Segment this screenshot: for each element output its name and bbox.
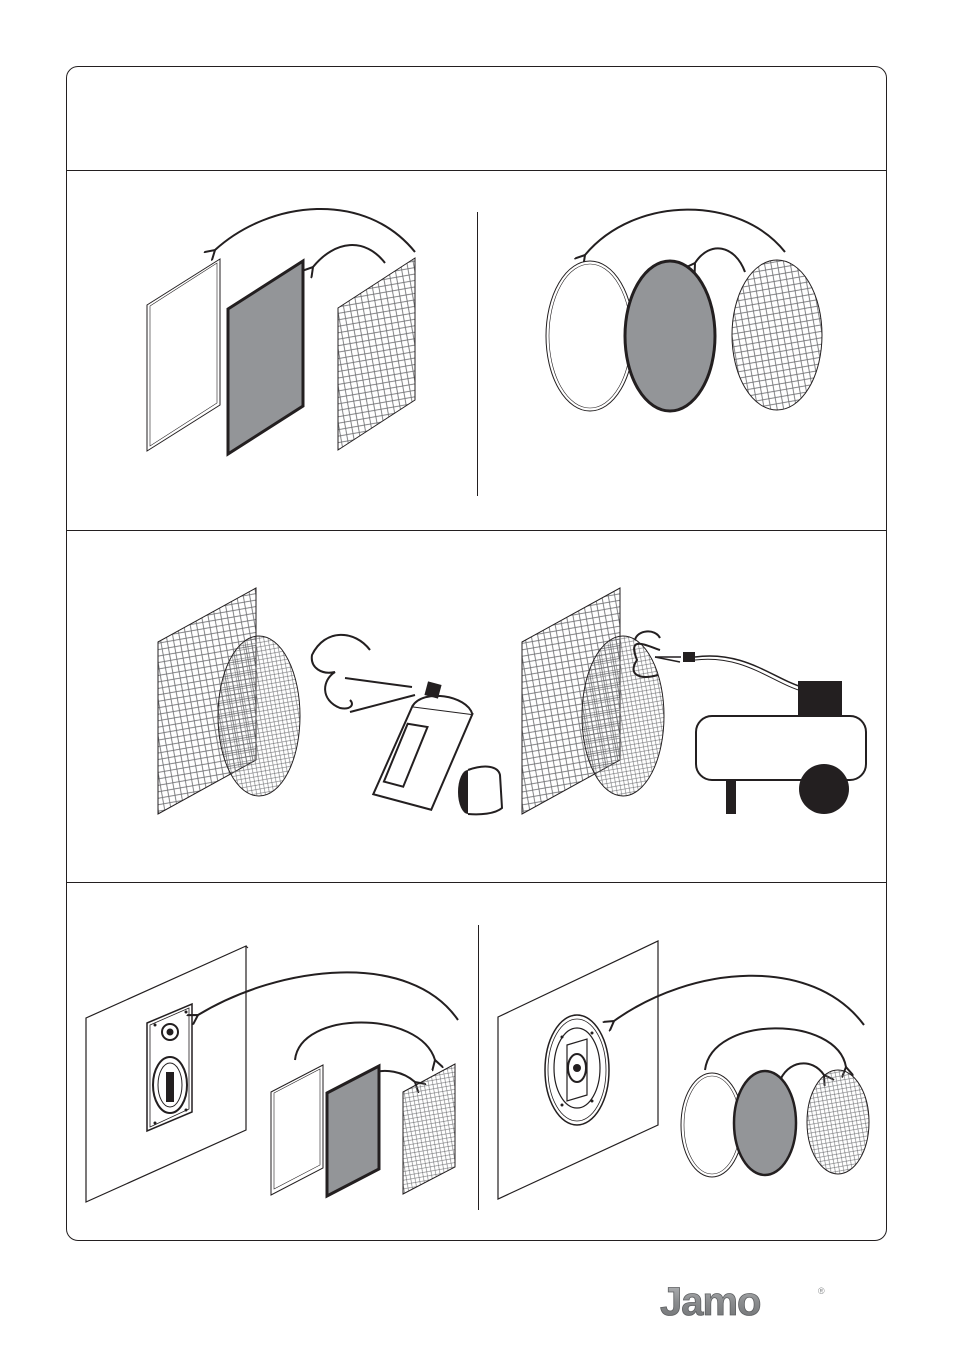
- speaker-outline: [582, 636, 664, 796]
- grille-fabric: [327, 1066, 379, 1196]
- curved-arrow-icon: [585, 210, 785, 255]
- round-mesh: [732, 260, 822, 410]
- grille-fabric: [228, 261, 303, 454]
- round-grille-exploded: [540, 200, 840, 420]
- air-compressor-icon: [634, 631, 866, 814]
- round-fabric: [734, 1071, 796, 1175]
- compressor-stand: [726, 780, 736, 814]
- spray-paint-grille: [150, 580, 505, 820]
- divider-header: [66, 170, 887, 171]
- round-mesh: [807, 1070, 869, 1174]
- speaker-driver-icon: [545, 1015, 609, 1125]
- round-frame: [546, 261, 634, 411]
- curved-arrow-icon: [313, 245, 385, 267]
- brand-registered-mark: ®: [818, 1286, 825, 1296]
- speaker-driver-icon: [147, 1004, 192, 1131]
- grille-frame: [147, 259, 220, 451]
- divider-step1-vertical: [477, 212, 478, 496]
- grille-frame: [271, 1065, 323, 1195]
- compressor-motor: [798, 681, 842, 717]
- round-fabric: [625, 261, 715, 411]
- spray-can-icon: [312, 635, 502, 814]
- curved-arrow-icon: [215, 209, 415, 252]
- curved-arrow-icon: [295, 1023, 435, 1061]
- divider-step2: [66, 882, 887, 883]
- air-compressor-grille: [515, 580, 875, 820]
- brand-name: Jamo: [660, 1282, 761, 1322]
- grille-mesh: [403, 1064, 455, 1194]
- curved-arrow-icon: [705, 1028, 846, 1070]
- curved-arrow-icon: [695, 248, 745, 272]
- header-area: [66, 66, 887, 170]
- divider-step1: [66, 530, 887, 531]
- compressor-wheel: [799, 764, 849, 814]
- curved-arrow-icon: [779, 1063, 824, 1083]
- grille-mesh: [338, 258, 415, 450]
- divider-step3-vertical: [478, 925, 479, 1210]
- speaker-outline: [218, 636, 300, 796]
- rect-grille-exploded: [130, 195, 430, 465]
- round-speaker-reinstall: [492, 935, 877, 1205]
- jamo-logo: Jamo ®: [660, 1282, 830, 1322]
- rect-speaker-reinstall: [80, 940, 475, 1210]
